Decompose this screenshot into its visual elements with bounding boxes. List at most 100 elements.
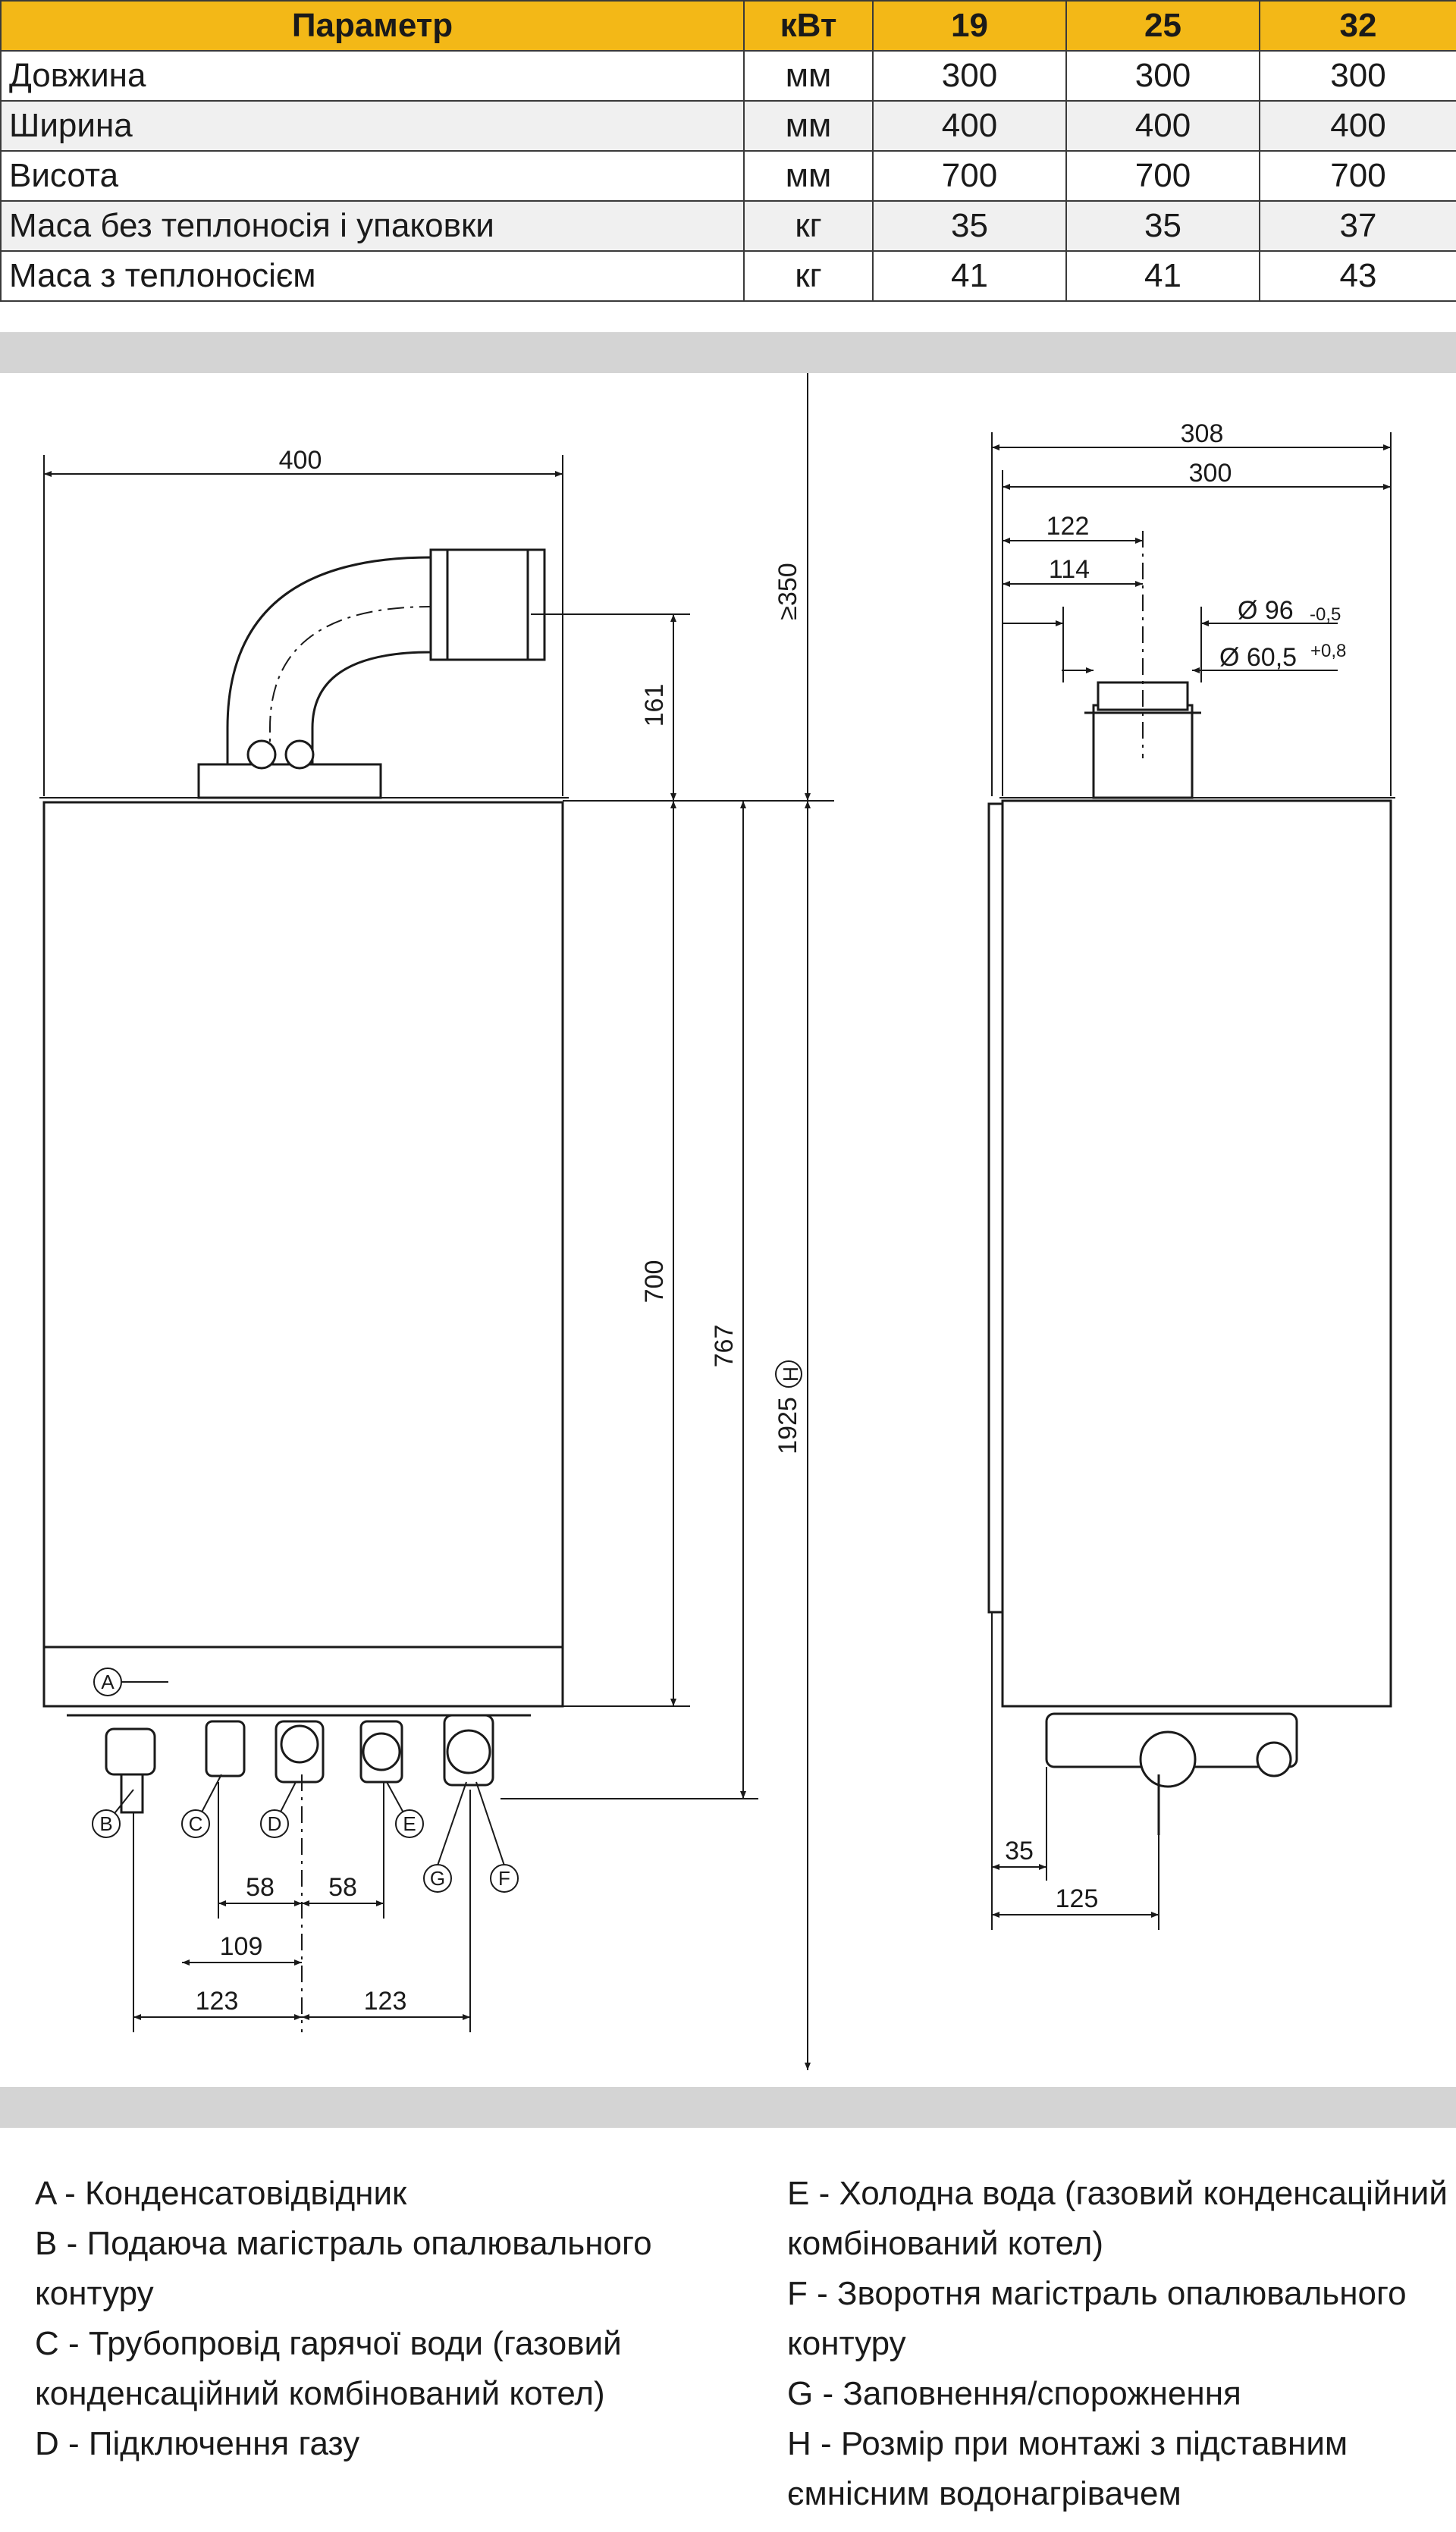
leader-g bbox=[437, 1781, 467, 1866]
dim-58-right-label: 58 bbox=[328, 1873, 357, 1902]
separator-band-bottom bbox=[0, 2087, 1456, 2128]
flue-test-port-right bbox=[284, 739, 315, 770]
dim-width-label: 400 bbox=[279, 446, 322, 475]
row-name: Ширина bbox=[0, 100, 745, 152]
flue-base-flange bbox=[197, 763, 382, 799]
table-row: Маса з теплоносієм кг 41 41 43 bbox=[0, 250, 1456, 302]
leader-f bbox=[475, 1781, 505, 1866]
header-32: 32 bbox=[1259, 0, 1456, 52]
callout-g-circle bbox=[423, 1864, 452, 1893]
header-parameter: Параметр bbox=[0, 0, 745, 52]
side-flue-outlet bbox=[1092, 704, 1194, 799]
callout-b-circle bbox=[92, 1809, 121, 1838]
side-gauge bbox=[1256, 1741, 1292, 1777]
separator-band-top bbox=[0, 332, 1456, 373]
row-value-19: 300 bbox=[872, 50, 1067, 102]
dim-122-label: 122 bbox=[1046, 512, 1090, 541]
callout-c-circle bbox=[181, 1809, 210, 1838]
row-unit: мм bbox=[743, 50, 874, 102]
side-view bbox=[987, 432, 1395, 1930]
pipe-c-fitting bbox=[205, 1720, 246, 1777]
dim-308-label: 308 bbox=[1181, 419, 1224, 448]
dim-inner-dia-label: Ø 60,5 bbox=[1219, 643, 1297, 672]
row-name: Довжина bbox=[0, 50, 745, 102]
dim-123-right-label: 123 bbox=[364, 1987, 407, 2016]
callout-d-circle bbox=[260, 1809, 289, 1838]
callout-f-circle bbox=[490, 1864, 519, 1893]
callout-c-label: C bbox=[189, 1812, 203, 1835]
row-name: Маса без теплоносія і упаковки bbox=[0, 200, 745, 252]
dim-35-label: 35 bbox=[1005, 1837, 1034, 1865]
legend-item: G - Заповнення/спорожнення bbox=[787, 2375, 1241, 2412]
row-value-25: 400 bbox=[1065, 100, 1260, 152]
callout-a-circle bbox=[93, 1668, 122, 1696]
legend-item: F - Зворотня магістраль опалювального ко… bbox=[787, 2275, 1407, 2362]
dim-700-label: 700 bbox=[640, 1260, 669, 1304]
dim-clearance-label: ≥350 bbox=[774, 563, 802, 620]
legend-left: A - Конденсатовідвідник B - Подаюча магі… bbox=[35, 2169, 755, 2469]
header-unit: кВт bbox=[743, 0, 874, 52]
header-19: 19 bbox=[872, 0, 1067, 52]
front-view-labels: 400 ≥350 161 700 767 1925 H 58 58 109 12… bbox=[196, 446, 802, 2016]
table-row: Висота мм 700 700 700 bbox=[0, 150, 1456, 202]
legend-item: D - Підключення газу bbox=[35, 2425, 360, 2462]
side-mount-rail bbox=[987, 802, 1004, 1614]
row-unit: мм bbox=[743, 100, 874, 152]
technical-drawing: 400 ≥350 161 700 767 1925 H 58 58 109 12… bbox=[39, 373, 1395, 2070]
flue-elbow-center bbox=[269, 606, 431, 796]
legend-item: E - Холодна вода (газовий конденсаційний… bbox=[787, 2175, 1448, 2262]
callout-a-label: A bbox=[101, 1671, 115, 1693]
connector-labels: A B C D E F G bbox=[99, 1671, 510, 1890]
row-value-25: 700 bbox=[1065, 150, 1260, 202]
pipe-b-fitting bbox=[105, 1727, 156, 1776]
pipe-e-nut bbox=[362, 1732, 401, 1771]
flue-elbow bbox=[226, 556, 432, 796]
dim-767-label: 767 bbox=[710, 1325, 739, 1368]
table-row: Маса без теплоносія і упаковки кг 35 35 … bbox=[0, 200, 1456, 252]
callout-e-circle bbox=[395, 1809, 424, 1838]
dim-h-marker: H bbox=[779, 1366, 802, 1382]
pipe-f-nut bbox=[446, 1729, 491, 1774]
dim-outer-tol-label: -0,5 bbox=[1310, 604, 1341, 625]
callout-d-label: D bbox=[268, 1812, 282, 1835]
dim-125-label: 125 bbox=[1056, 1884, 1099, 1913]
legend-item: B - Подаюча магістраль опалювального кон… bbox=[35, 2225, 652, 2312]
row-value-19: 41 bbox=[872, 250, 1067, 302]
dim-inner-tol-label: +0,8 bbox=[1310, 641, 1346, 661]
row-unit: кг bbox=[743, 200, 874, 252]
side-pipe-fitting bbox=[1139, 1730, 1197, 1788]
table-header-row: Параметр кВт 19 25 32 bbox=[0, 0, 1456, 52]
row-value-25: 35 bbox=[1065, 200, 1260, 252]
legend-item: A - Конденсатовідвідник bbox=[35, 2175, 407, 2212]
bottom-pipework bbox=[67, 1714, 531, 1814]
row-value-32: 400 bbox=[1259, 100, 1456, 152]
dim-outer-dia-label: Ø 96 bbox=[1238, 596, 1294, 625]
legend-item: H - Розмір при монтажі з підставним ємні… bbox=[787, 2425, 1348, 2512]
row-unit: мм bbox=[743, 150, 874, 202]
dim-114-label: 114 bbox=[1049, 555, 1090, 584]
row-value-25: 300 bbox=[1065, 50, 1260, 102]
row-name: Маса з теплоносієм bbox=[0, 250, 745, 302]
spec-table: Параметр кВт 19 25 32 Довжина мм 300 300… bbox=[0, 0, 1456, 302]
pipe-d-nut bbox=[280, 1724, 319, 1764]
callout-h-circle bbox=[775, 1360, 802, 1388]
row-value-32: 300 bbox=[1259, 50, 1456, 102]
front-lower-panel bbox=[42, 1646, 564, 1708]
legend-right: E - Холодна вода (газовий конденсаційний… bbox=[787, 2169, 1454, 2519]
dim-300-label: 300 bbox=[1189, 459, 1232, 488]
row-value-32: 700 bbox=[1259, 150, 1456, 202]
row-value-19: 35 bbox=[872, 200, 1067, 252]
front-view bbox=[39, 373, 834, 2070]
dim-flue-label: 161 bbox=[640, 684, 669, 727]
dim-58-left-label: 58 bbox=[246, 1873, 275, 1902]
header-25: 25 bbox=[1065, 0, 1260, 52]
pipe-b-stub bbox=[120, 1773, 144, 1814]
table-row: Ширина мм 400 400 400 bbox=[0, 100, 1456, 152]
callout-b-label: B bbox=[99, 1812, 112, 1835]
flue-outlet-collar bbox=[429, 548, 546, 661]
row-value-19: 700 bbox=[872, 150, 1067, 202]
row-unit: кг bbox=[743, 250, 874, 302]
callout-g-label: G bbox=[430, 1867, 445, 1890]
side-view-labels: 308 300 122 114 Ø 96 -0,5 Ø 60,5 +0,8 35… bbox=[1005, 419, 1346, 1913]
dim-1925-label: 1925 bbox=[774, 1397, 802, 1454]
